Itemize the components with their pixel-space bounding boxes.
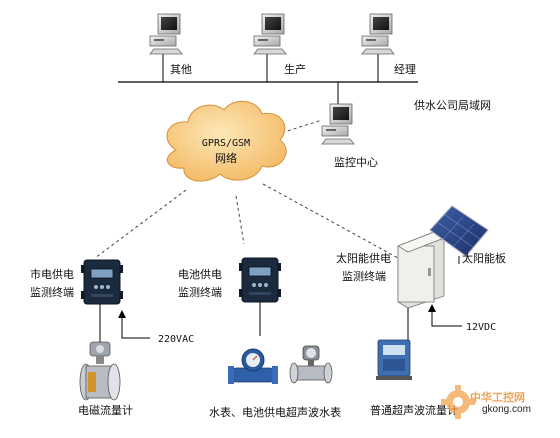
monitor-center-computer[interactable] bbox=[321, 103, 355, 145]
device-ultrasonic-flowmeter-label: 普通超声波流量计 bbox=[370, 403, 458, 417]
solar-panel-label: 太阳能板 bbox=[462, 251, 506, 265]
wireless-links bbox=[94, 119, 399, 259]
device-flowmeter-label: 电磁流量计 bbox=[78, 403, 133, 417]
lan-backbone bbox=[118, 52, 418, 106]
ultrasonic-water-meter-icon bbox=[289, 345, 333, 384]
terminal-solar-power: 12VDC bbox=[466, 322, 496, 333]
desktop-computer-icon bbox=[361, 13, 395, 55]
watermark-gear-logo-icon bbox=[441, 385, 475, 419]
computer-other-label: 其他 bbox=[170, 63, 192, 76]
computer-manager-label: 经理 bbox=[394, 63, 416, 76]
terminal-solar-cabinet[interactable] bbox=[397, 231, 445, 309]
gprs-gsm-network-cloud: GPRS/GSM 网络 bbox=[166, 100, 287, 182]
monitoring-terminal-icon bbox=[238, 257, 282, 303]
cloud-line2: 网络 bbox=[215, 151, 237, 165]
terminal-solar-label-1: 太阳能供电 bbox=[336, 251, 391, 265]
terminal-mains-label-2: 监测终端 bbox=[30, 285, 74, 299]
terminal-battery[interactable] bbox=[238, 257, 282, 303]
terminal-solar-wiring bbox=[407, 304, 462, 344]
terminal-battery-label-2: 监测终端 bbox=[178, 285, 222, 299]
lan-label: 供水公司局域网 bbox=[414, 98, 491, 112]
cloud-line1: GPRS/GSM bbox=[202, 138, 250, 149]
computer-other[interactable] bbox=[149, 13, 183, 55]
desktop-computer-icon bbox=[321, 103, 355, 145]
water-meter-icon bbox=[228, 348, 278, 384]
monitor-center-label: 监控中心 bbox=[334, 155, 378, 169]
device-water-meters-label: 水表、电池供电超声波水表 bbox=[209, 405, 341, 419]
terminal-mains[interactable] bbox=[80, 259, 124, 305]
computer-production[interactable] bbox=[253, 13, 287, 55]
terminal-mains-wiring bbox=[99, 304, 150, 344]
desktop-computer-icon bbox=[149, 13, 183, 55]
computer-manager[interactable] bbox=[361, 13, 395, 55]
terminal-mains-power: 220VAC bbox=[158, 334, 194, 345]
monitoring-terminal-icon bbox=[80, 259, 124, 305]
terminal-solar-label-2: 监测终端 bbox=[342, 269, 386, 283]
terminal-battery-label-1: 电池供电 bbox=[178, 267, 222, 281]
desktop-computer-icon bbox=[253, 13, 287, 55]
watermark-url: gkong.com bbox=[482, 404, 531, 415]
ultrasonic-flowmeter-icon bbox=[376, 339, 412, 380]
computer-production-label: 生产 bbox=[284, 62, 306, 76]
solar-panel-icon[interactable] bbox=[429, 205, 489, 264]
terminal-mains-label-1: 市电供电 bbox=[30, 267, 74, 281]
watermark-text: 中华工控网 bbox=[470, 392, 525, 404]
electromagnetic-flowmeter-icon bbox=[79, 341, 121, 401]
